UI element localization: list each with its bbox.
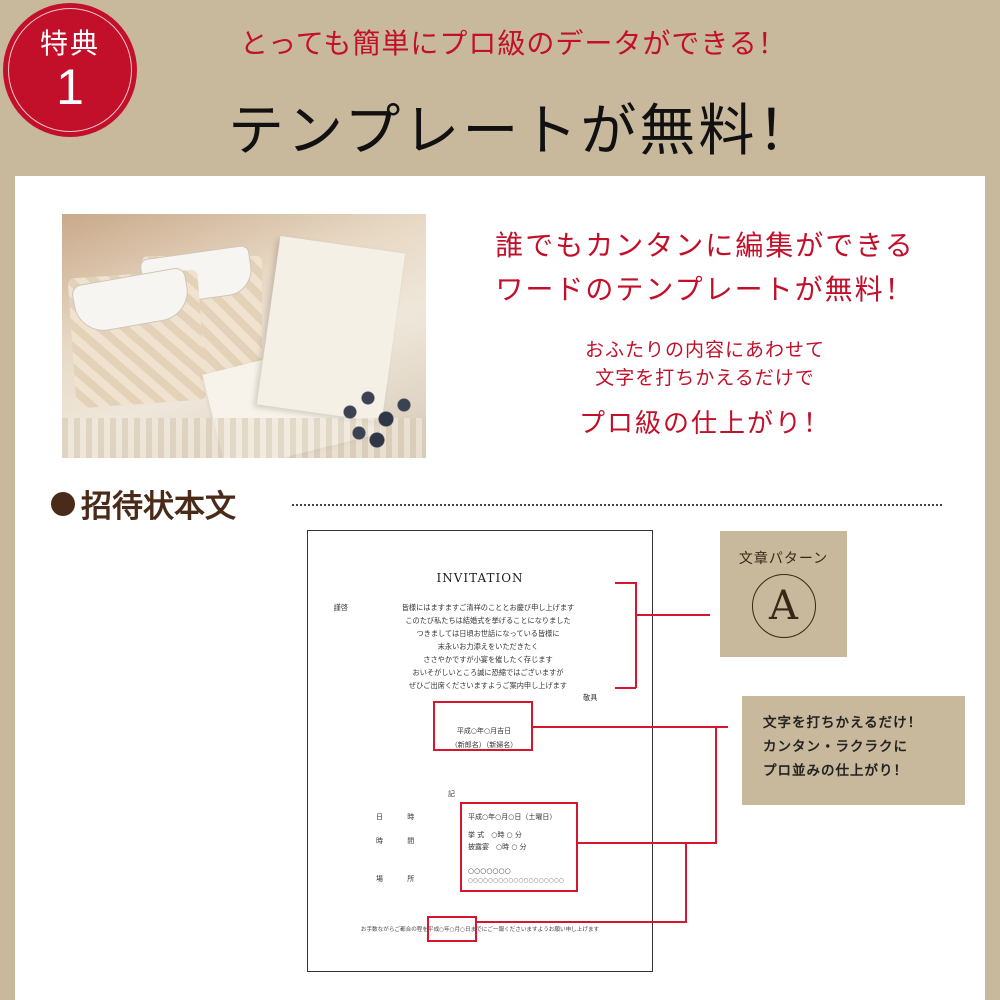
detail-date: 平成○年○月○日（土曜日）	[468, 813, 557, 821]
pattern-label: 文章パターン	[738, 551, 829, 567]
note-line-2: カンタン・ラクラクに	[763, 739, 908, 755]
pitch-body-line-2: 文字を打ちかえるだけで	[595, 367, 815, 389]
invitation-document-preview: INVITATION 謹啓 皆様にはますますご清祥のこととお慶び申し上げます こ…	[307, 530, 653, 972]
label-time: 時 間	[376, 837, 415, 845]
pitch-headline-1: 誰でもカンタンに編集ができる	[495, 229, 915, 262]
detail-venue-address: ○○○○○○○○○○○○○○○○○○○	[468, 878, 565, 884]
badge-label: 特典	[39, 27, 100, 60]
label-place: 場 所	[376, 875, 415, 883]
footer-date: 平成○年○月○日	[427, 927, 471, 933]
bullet-dot-icon	[51, 491, 75, 516]
bracket-bottom	[615, 687, 636, 689]
connector-details	[578, 842, 717, 844]
connector-vertical-1	[715, 726, 717, 842]
doc-line: ぜひご出席くださいますようご案内申し上げます	[408, 681, 568, 690]
bracket-vertical	[635, 582, 637, 688]
doc-title: INVITATION	[436, 571, 524, 585]
note-card: 文字を打ちかえるだけ！ カンタン・ラクラクに プロ並みの仕上がり！	[742, 696, 965, 805]
footer-pre: お手数ながらご都合の程を	[360, 927, 428, 933]
connector-footer	[477, 921, 687, 923]
connector-vertical-2	[685, 842, 687, 922]
header-subtitle: とっても簡単にプロ級のデータができる！	[240, 27, 787, 60]
page-title: テンプレートが無料！	[228, 99, 817, 164]
section-heading: 招待状本文	[51, 481, 236, 526]
doc-footer: お手数ながらご都合の程を平成○年○月○日までにご一報くださいますようお願い申し上…	[308, 925, 652, 933]
doc-line: このたび私たちは結婚式を挙げることになりました	[405, 616, 571, 625]
benefit-badge: 特典 1	[3, 3, 137, 137]
detail-venue-name: ○○○○○○○	[468, 867, 511, 875]
doc-line: 皆様にはますますご清祥のこととお慶び申し上げます	[401, 603, 575, 612]
label-datetime: 日 時	[376, 813, 415, 821]
pitch-body-line-1: おふたりの内容にあわせて	[584, 339, 825, 361]
sign-names: （新郎名）（新婦名）	[450, 741, 518, 749]
doc-signature: 平成○年○月吉日 （新郎名）（新婦名）	[433, 715, 535, 765]
footer-post: までにご一報くださいますようお願い申し上げます	[470, 927, 600, 933]
doc-salutation: 謹啓	[333, 603, 348, 612]
bracket-top	[615, 582, 636, 584]
doc-details: 平成○年○月○日（土曜日） 挙 式 ○時 ○ 分 披露宴 ○時 ○ 分 ○○○○…	[461, 803, 579, 895]
content-panel: 誰でもカンタンに編集ができる ワードのテンプレートが無料！ おふたりの内容にあわ…	[15, 176, 985, 1000]
intro-pitch: 誰でもカンタンに編集ができる ワードのテンプレートが無料！ おふたりの内容にあわ…	[455, 224, 955, 444]
doc-line: つきましては日頃お世話になっている皆様に	[416, 629, 560, 638]
doc-line: おいそがしいところ誠に恐縮ではございますが	[412, 668, 564, 677]
note-line-1: 文字を打ちかえるだけ！	[763, 715, 923, 731]
detail-reception: 披露宴 ○時 ○ 分	[468, 843, 527, 851]
doc-closing: 敬具	[583, 693, 598, 702]
connector-signature	[533, 726, 728, 728]
section-title: 招待状本文	[81, 489, 236, 525]
pitch-body: おふたりの内容にあわせて 文字を打ちかえるだけで	[455, 336, 955, 392]
doc-line: ささやかですが小宴を催したく存じます	[423, 655, 553, 664]
highlight-signature	[433, 701, 533, 751]
doc-body: 謹啓 皆様にはますますご清祥のこととお慶び申し上げます このたび私たちは結婚式を…	[334, 601, 608, 692]
wedding-invitation-photo	[62, 214, 426, 458]
sign-date: 平成○年○月吉日	[456, 727, 512, 735]
dotted-divider	[292, 504, 942, 506]
pitch-tagline: プロ級の仕上がり！	[578, 409, 831, 439]
highlight-details	[460, 802, 578, 892]
pattern-letter: A	[769, 583, 798, 629]
pattern-card: 文章パターン A	[720, 531, 847, 657]
highlight-footer-date	[427, 916, 477, 942]
note-line-3: プロ並みの仕上がり！	[763, 763, 908, 779]
doc-ki: 記	[448, 790, 455, 798]
pattern-letter-icon: A	[751, 574, 816, 638]
pitch-headline-2: ワードのテンプレートが無料！	[495, 273, 915, 306]
detail-ceremony: 挙 式 ○時 ○ 分	[468, 831, 522, 839]
doc-line: 末永いお力添えをいただきたく	[437, 642, 539, 651]
badge-number: 1	[56, 59, 84, 115]
badge-inner-ring: 特典 1	[8, 8, 132, 132]
bracket-connector	[635, 614, 710, 616]
